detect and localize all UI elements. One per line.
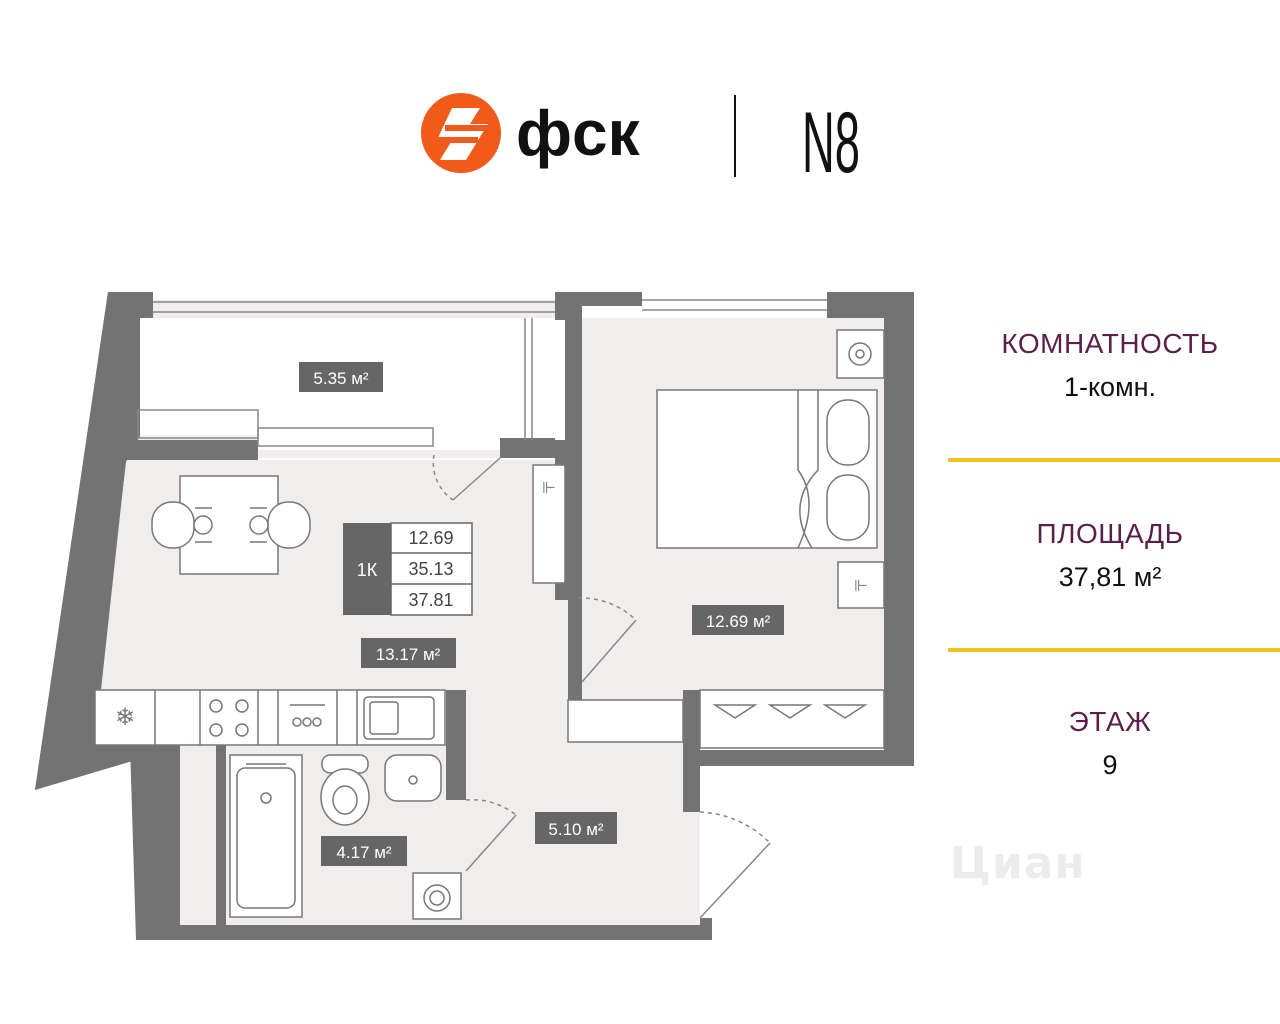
area-block: ПЛОЩАДЬ 37,81 м² <box>940 518 1280 593</box>
dining-table <box>151 475 311 575</box>
floor-block: ЭТАЖ 9 <box>940 706 1280 781</box>
hall-area: 5.10 м² <box>548 820 603 839</box>
room-label-balcony: 5.35 м² <box>299 362 383 392</box>
summary-total: 35.13 <box>408 559 453 579</box>
entrance-door <box>699 811 771 919</box>
sink <box>384 754 442 802</box>
bed <box>656 389 878 549</box>
area-value: 37,81 м² <box>1058 562 1162 592</box>
fsk-logo-icon <box>421 93 501 173</box>
project-name: N8 <box>802 95 860 191</box>
windows <box>137 299 827 447</box>
hall-cabinet <box>567 699 684 743</box>
floor-plan: ❄ ⊩ ⊩ <box>35 292 914 940</box>
oven-icon <box>290 704 325 727</box>
developer-name: фск <box>516 97 641 169</box>
bathroom-area: 4.17 м² <box>336 843 391 862</box>
area-label: ПЛОЩАДЬ <box>1036 518 1184 549</box>
kitchen-area: 13.17 м² <box>376 645 441 664</box>
watermark: Циан <box>950 838 1086 889</box>
snowflake-icon: ❄ <box>115 704 135 731</box>
bedroom-wardrobe <box>532 329 885 609</box>
apartment-type: 1К <box>357 560 378 580</box>
rooms-value: 1-комн. <box>1063 372 1157 402</box>
bathroom-door <box>465 798 517 872</box>
rooms-block: КОМНАТНОСТЬ 1-комн. <box>940 328 1280 403</box>
toilet <box>320 754 370 826</box>
bedroom-radiators <box>699 689 885 749</box>
balcony-area: 5.35 м² <box>313 369 368 388</box>
bedroom-area: 12.69 м² <box>706 612 771 631</box>
room-label-bathroom: 4.17 м² <box>321 836 407 866</box>
summary-table: 1К 12.69 35.13 37.81 <box>343 522 473 616</box>
room-label-hall: 5.10 м² <box>535 812 617 844</box>
socket-icon: ⊩ <box>854 578 868 595</box>
separator-1 <box>948 458 1280 462</box>
bathtub <box>229 754 303 918</box>
separator-2 <box>948 648 1280 652</box>
summary-living: 12.69 <box>408 528 453 548</box>
room-label-kitchen: 13.17 м² <box>361 638 456 668</box>
logo-bar: фск N8 <box>421 93 860 191</box>
room-label-bedroom: 12.69 м² <box>692 605 784 635</box>
floor-label: ЭТАЖ <box>1068 706 1152 737</box>
washing-machine <box>412 872 462 920</box>
kitchen-door <box>577 597 637 683</box>
floor-value: 9 <box>1102 750 1118 780</box>
socket-icon-hall: ⊩ <box>542 480 556 497</box>
balcony-door <box>432 454 501 501</box>
summary-total-balcony: 37.81 <box>408 590 453 610</box>
kitchen-counter <box>94 689 446 746</box>
walls <box>35 292 914 940</box>
rooms-label: КОМНАТНОСТЬ <box>1001 328 1219 359</box>
